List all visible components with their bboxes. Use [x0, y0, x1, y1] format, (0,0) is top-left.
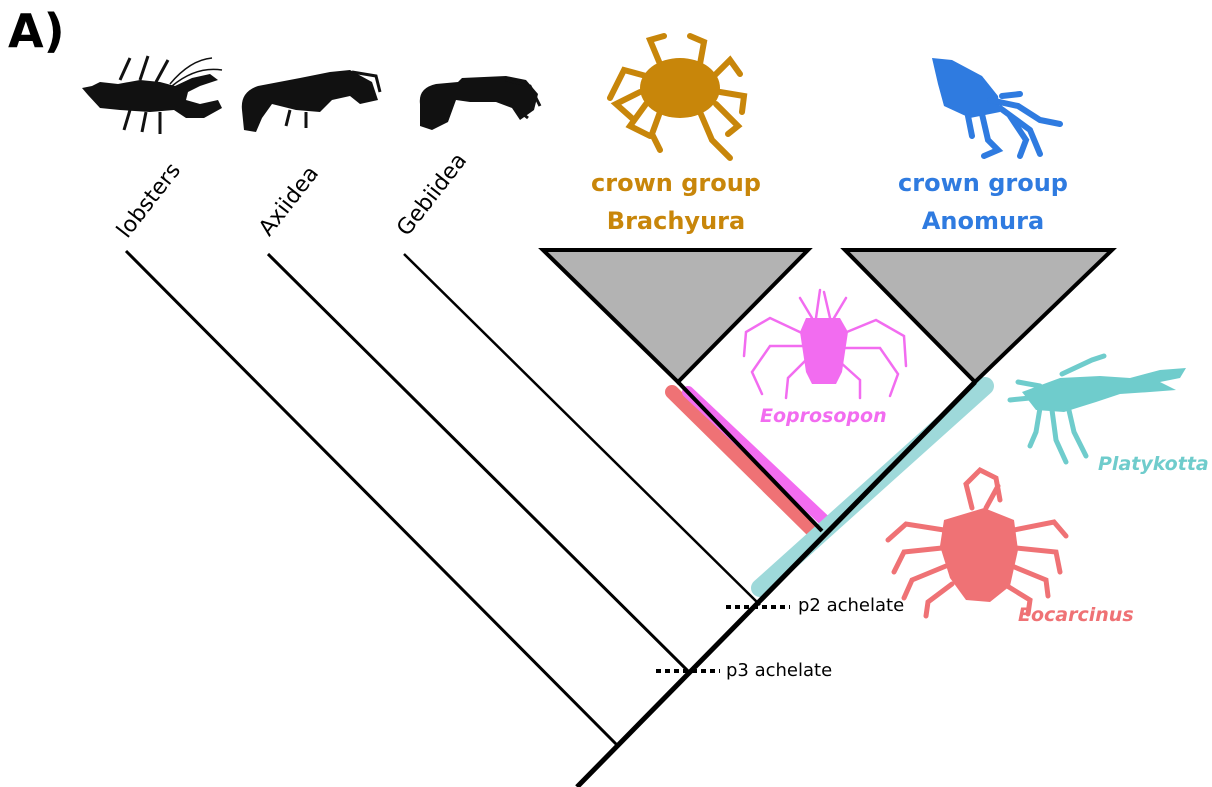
- anomura-hermit-crab-silhouette: [932, 58, 1060, 156]
- eoprosopon-silhouette: [744, 290, 906, 398]
- p3-achelate-label: p3 achelate: [726, 660, 832, 681]
- anomura-crown-line2: Anomura: [833, 202, 1133, 240]
- eocarcinus-label: Eocarcinus: [1018, 604, 1134, 626]
- branch-trunk: [577, 382, 975, 787]
- gebiidea-silhouette: [420, 76, 540, 130]
- anomura-crown-line1: crown group: [833, 164, 1133, 202]
- panel-label: A): [8, 4, 65, 58]
- axiidea-silhouette: [242, 70, 380, 132]
- brachyura-crown-line1: crown group: [526, 164, 826, 202]
- anomura-clade-triangle: [845, 250, 1112, 382]
- anomura-crown-label: crown group Anomura: [833, 164, 1133, 240]
- eoprosopon-label: Eoprosopon: [760, 405, 887, 427]
- p2-achelate-label: p2 achelate: [798, 595, 904, 616]
- brachyura-crab-silhouette: [610, 36, 744, 158]
- brachyura-crown-label: crown group Brachyura: [526, 164, 826, 240]
- platykotta-silhouette: [1010, 356, 1186, 462]
- platykotta-label: Platykotta: [1098, 453, 1209, 475]
- eocarcinus-silhouette: [888, 470, 1066, 616]
- lobster-silhouette: [82, 56, 222, 134]
- brachyura-clade-triangle: [543, 250, 808, 382]
- branch-lobsters: [126, 251, 617, 745]
- brachyura-crown-line2: Brachyura: [526, 202, 826, 240]
